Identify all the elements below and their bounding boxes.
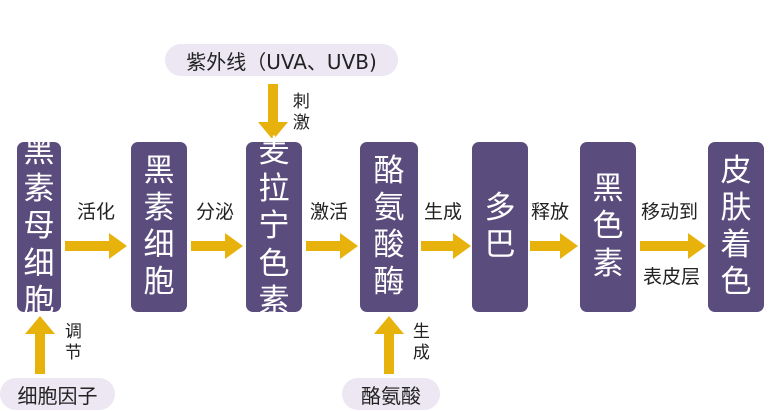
- edge-label-excite: 激活: [310, 201, 349, 223]
- box-melanin-label: 黑色素: [592, 171, 624, 282]
- cell-factor-arrow: [25, 316, 55, 374]
- arrow-excite: [306, 233, 358, 259]
- edge-label-epidermis: 表皮层: [643, 266, 701, 288]
- cell-factor-input-label: 细胞因子: [17, 383, 98, 408]
- tyrosine-input-pill: 酪氨酸: [342, 378, 440, 410]
- uv-arrow: [258, 84, 288, 140]
- box-melanin-protein: 麦拉宁色素: [246, 134, 302, 319]
- cell-factor-input-pill: 细胞因子: [0, 378, 115, 410]
- edge-label-move-to: 移动到: [641, 201, 699, 223]
- edge-label-secrete: 分泌: [196, 201, 235, 223]
- uv-action-label: 刺激: [292, 92, 310, 134]
- box-melanocyte: 黑素细胞: [131, 142, 187, 312]
- arrow-release: [530, 233, 578, 259]
- uv-input-pill: 紫外线（UVA、UVB): [165, 44, 398, 76]
- cell-factor-action-label: 调节: [64, 322, 82, 364]
- box-dopa-label: 多巴: [484, 189, 516, 263]
- box-melanoblast: 黑素母细胞: [17, 134, 61, 319]
- box-tyrosinase-label: 酪氨酸酶: [373, 152, 405, 301]
- edge-label-generate: 生成: [424, 201, 463, 223]
- tyrosine-input-label: 酪氨酸: [361, 383, 421, 408]
- arrow-generate: [421, 233, 471, 259]
- box-tyrosinase: 酪氨酸酶: [360, 142, 418, 312]
- box-melanocyte-label: 黑素细胞: [143, 152, 175, 301]
- box-dopa: 多巴: [472, 142, 528, 312]
- box-skin-color: 皮肤着色: [708, 142, 764, 312]
- arrow-move-to: [640, 233, 706, 259]
- tyrosine-action-label: 生成: [412, 322, 430, 364]
- box-melanin: 黑色素: [580, 142, 636, 312]
- edge-label-release: 释放: [531, 201, 570, 223]
- arrow-activate: [65, 233, 127, 259]
- edge-label-activate: 活化: [77, 201, 116, 223]
- box-melanin-protein-label: 麦拉宁色素: [258, 134, 290, 319]
- tyrosine-arrow: [374, 316, 404, 374]
- box-skin-color-label: 皮肤着色: [720, 152, 752, 301]
- uv-input-label: 紫外线（UVA、UVB): [186, 49, 377, 74]
- arrow-secrete: [191, 233, 243, 259]
- box-melanoblast-label: 黑素母细胞: [23, 134, 55, 319]
